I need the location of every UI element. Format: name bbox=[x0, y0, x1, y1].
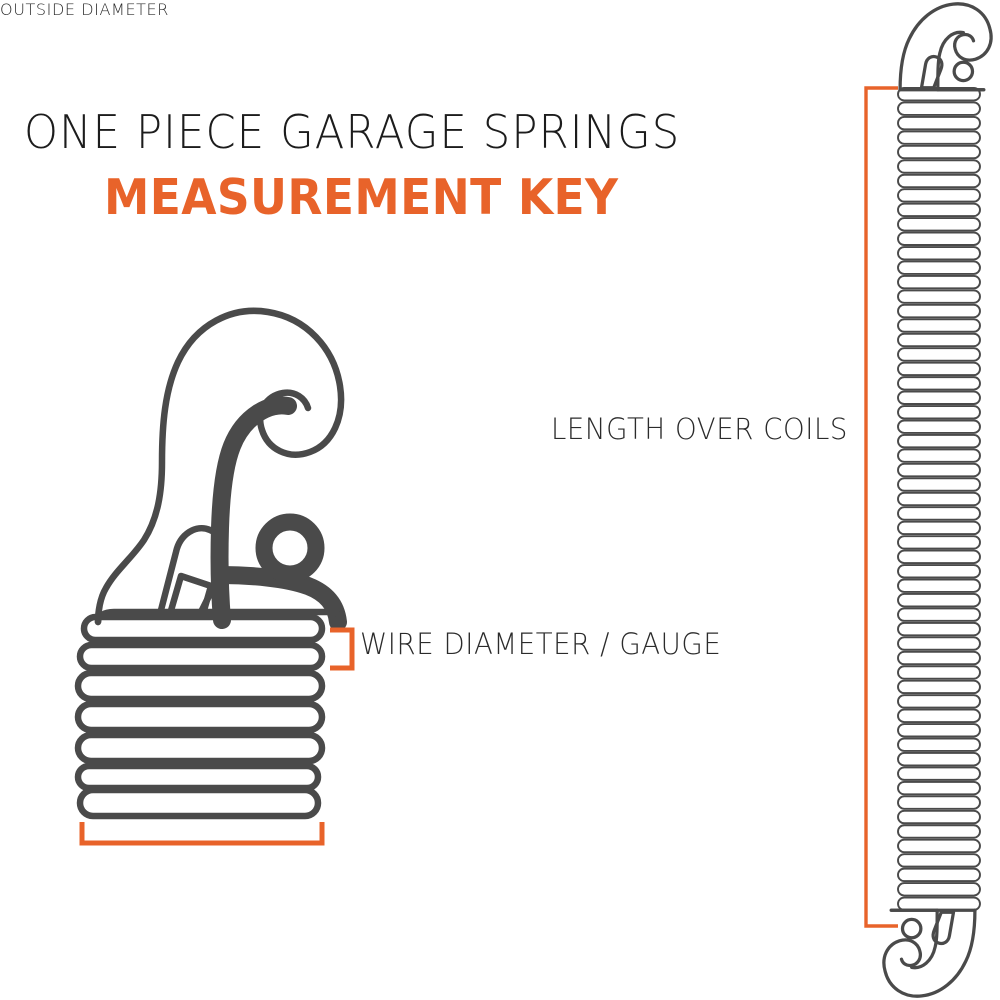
top-hook bbox=[898, 2, 993, 92]
coil bbox=[897, 853, 981, 868]
coil bbox=[897, 390, 981, 405]
coil bbox=[897, 896, 981, 911]
coil bbox=[897, 795, 981, 810]
coil bbox=[897, 621, 981, 637]
coil bbox=[897, 882, 981, 897]
coil bbox=[897, 434, 981, 449]
coil-7 bbox=[76, 786, 322, 820]
outside-diameter-bracket bbox=[79, 822, 325, 846]
coil-4 bbox=[74, 700, 326, 734]
coil bbox=[897, 361, 981, 377]
coil bbox=[897, 650, 981, 666]
hook-jaw bbox=[213, 566, 347, 631]
left-spring-detail bbox=[74, 307, 355, 846]
coil bbox=[897, 578, 981, 593]
coil bbox=[897, 419, 981, 434]
coil bbox=[897, 491, 981, 507]
coil bbox=[897, 217, 981, 232]
coil bbox=[897, 144, 981, 160]
page-title: ONE PIECE GARAGE SPRINGS bbox=[24, 105, 681, 159]
coil bbox=[897, 332, 981, 348]
coil bbox=[897, 376, 981, 391]
coil-2 bbox=[76, 641, 326, 672]
coil bbox=[897, 347, 981, 362]
coil bbox=[897, 202, 981, 218]
coil bbox=[897, 448, 981, 463]
coil bbox=[897, 535, 981, 550]
coil bbox=[897, 477, 981, 492]
coil bbox=[897, 766, 981, 781]
coil bbox=[897, 405, 981, 420]
right-full-spring bbox=[864, 2, 993, 998]
coil bbox=[897, 665, 981, 680]
label-outside-diameter: OUTSIDE DIAMETER bbox=[0, 0, 169, 19]
length-over-coils-bracket bbox=[864, 86, 898, 928]
coil-1 bbox=[80, 613, 326, 644]
coil-6 bbox=[74, 762, 322, 792]
coil bbox=[897, 289, 981, 304]
coil bbox=[897, 260, 981, 275]
coil bbox=[897, 87, 981, 102]
safety-clip-detail bbox=[166, 572, 215, 618]
coil bbox=[897, 246, 981, 261]
hook-inner-curve bbox=[210, 396, 297, 629]
coil bbox=[897, 506, 981, 521]
coil bbox=[897, 694, 981, 709]
coil-stack bbox=[74, 613, 326, 820]
coil bbox=[897, 130, 981, 145]
coil bbox=[897, 549, 981, 564]
hook-base bbox=[94, 608, 346, 626]
coil-body bbox=[897, 87, 981, 911]
coil bbox=[897, 303, 981, 319]
coil bbox=[897, 867, 981, 883]
coil-3 bbox=[74, 669, 326, 703]
coil bbox=[897, 824, 981, 839]
coil bbox=[897, 780, 981, 796]
coil bbox=[897, 231, 981, 246]
coil-5 bbox=[74, 731, 326, 765]
coil bbox=[897, 462, 981, 478]
coil bbox=[897, 173, 981, 189]
wire-diameter-bracket bbox=[330, 627, 355, 671]
coil bbox=[897, 188, 981, 203]
coil bbox=[897, 115, 981, 131]
coil bbox=[897, 318, 981, 333]
label-wire-diameter: WIRE DIAMETER / GAUGE bbox=[360, 627, 722, 661]
coil bbox=[897, 838, 981, 854]
coil bbox=[897, 593, 981, 608]
page-subtitle: MEASUREMENT KEY bbox=[104, 169, 619, 226]
coil bbox=[897, 520, 981, 536]
coil bbox=[897, 737, 981, 752]
hook-outer-profile bbox=[94, 307, 345, 626]
coil bbox=[897, 274, 981, 290]
bottom-hook bbox=[882, 908, 977, 998]
coil bbox=[897, 679, 981, 695]
coil bbox=[897, 752, 981, 767]
coil bbox=[897, 723, 981, 738]
coil bbox=[897, 809, 981, 825]
coil bbox=[897, 708, 981, 723]
safety-clip bbox=[156, 525, 228, 618]
coil bbox=[897, 159, 981, 174]
label-length-over-coils: LENGTH OVER COILS bbox=[551, 412, 848, 446]
coil bbox=[897, 636, 981, 651]
coil bbox=[897, 564, 981, 579]
coil bbox=[897, 607, 981, 622]
rivet-eye-outer bbox=[255, 513, 325, 583]
coil bbox=[897, 101, 981, 116]
